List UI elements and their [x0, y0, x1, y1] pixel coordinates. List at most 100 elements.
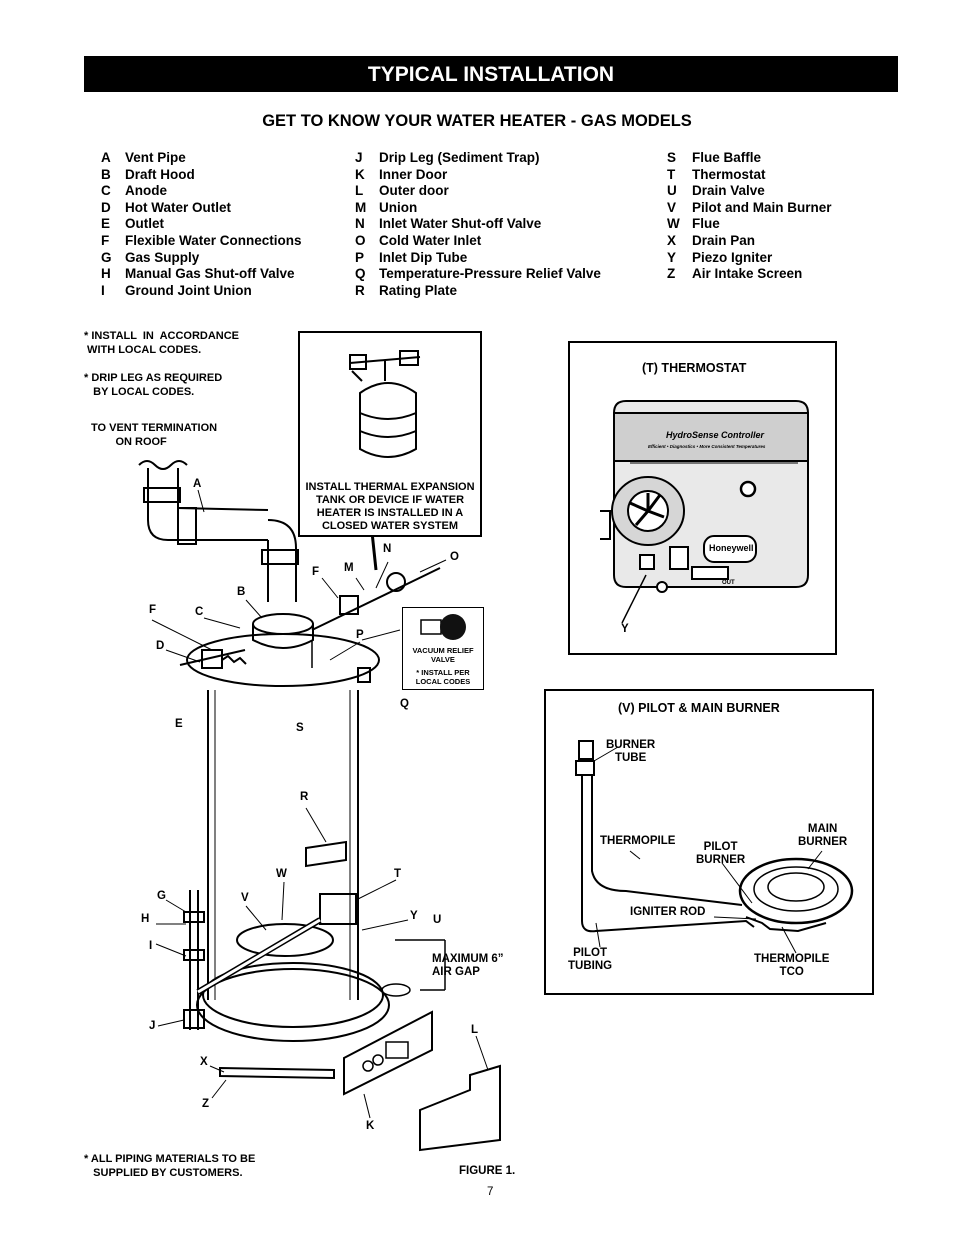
draft-hood-icon — [252, 613, 314, 635]
vacuum-relief-box: VACUUM RELIEF VALVE * INSTALL PER LOCAL … — [402, 607, 484, 690]
thermostat-brand-line: HydroSense Controller — [666, 430, 765, 440]
note-install-codes: * INSTALL IN ACCORDANCE WITH LOCAL CODES… — [84, 330, 240, 356]
burner-title: (V) PILOT & MAIN BURNER — [618, 701, 780, 715]
callout-G: G — [157, 890, 166, 902]
pilot-tubing-label: PILOT TUBING — [568, 947, 613, 972]
callout-T: T — [394, 868, 402, 880]
callout-M: M — [344, 562, 354, 574]
cold-water-pipe-icon — [311, 567, 441, 631]
callout-R: R — [300, 791, 309, 803]
thermopile-tco-label: THERMOPILE TCO — [754, 953, 830, 978]
callout-B: B — [237, 586, 246, 598]
thermostat-out-label: OUT — [722, 580, 735, 586]
inner-door-icon — [343, 1010, 433, 1096]
main-burner-label: MAIN BURNER — [798, 823, 848, 848]
callout-X: X — [200, 1056, 208, 1068]
callout-H: H — [141, 913, 150, 925]
thermostat-icon — [600, 400, 809, 624]
rating-plate-icon — [305, 840, 347, 868]
pilot-burner-label: PILOT BURNER — [696, 841, 746, 866]
hot-water-pipe-icon — [179, 649, 246, 666]
pilot-burner-icon — [575, 740, 854, 954]
figure-caption: FIGURE 1. — [459, 1165, 516, 1177]
section-subtitle: GET TO KNOW YOUR WATER HEATER - GAS MODE… — [262, 112, 692, 130]
callout-Z: Z — [202, 1098, 210, 1110]
vacuum-relief-valve-icon — [420, 614, 466, 640]
thermostat-callout-Y: Y — [621, 623, 629, 635]
note-drip-leg: * DRIP LEG AS REQUIRED BY LOCAL CODES. — [84, 372, 223, 398]
expansion-tank-box: INSTALL THERMAL EXPANSION TANK OR DEVICE… — [298, 331, 482, 537]
page-number: 7 — [487, 1186, 494, 1198]
note-piping-materials: * ALL PIPING MATERIALS TO BE SUPPLIED BY… — [84, 1153, 256, 1179]
callout-I: I — [149, 940, 153, 952]
burner-icon — [236, 923, 334, 957]
callout-K: K — [366, 1120, 375, 1132]
thermopile-label: THERMOPILE — [600, 835, 676, 847]
callout-V: V — [241, 892, 249, 904]
callout-O: O — [450, 551, 459, 563]
page-title: TYPICAL INSTALLATION — [367, 63, 615, 86]
vacuum-relief-label: VACUUM RELIEF VALVE — [412, 646, 474, 664]
callout-Y: Y — [410, 910, 418, 922]
callout-E: E — [175, 718, 183, 730]
igniter-rod-label: IGNITER ROD — [630, 906, 706, 918]
outer-door-icon — [419, 1064, 501, 1152]
note-vent-termination: TO VENT TERMINATION ON ROOF — [91, 422, 218, 448]
air-gap-label: MAXIMUM 6” AIR GAP — [432, 953, 504, 978]
thermostat-title: (T) THERMOSTAT — [642, 361, 747, 375]
gas-valve-icon — [319, 893, 357, 925]
tp-valve-icon — [357, 667, 371, 683]
callout-F-right: F — [312, 566, 320, 578]
callout-N: N — [383, 543, 392, 555]
callout-U: U — [433, 914, 442, 926]
callout-D: D — [156, 640, 165, 652]
callout-C: C — [195, 606, 204, 618]
thermostat-tagline: Efficient • Diagnostics • More Consisten… — [648, 444, 766, 449]
roof-line-icon — [138, 460, 188, 470]
tank-top-icon — [186, 633, 380, 687]
thermostat-detail-box: (T) THERMOSTAT HydroSense Controller Eff… — [568, 341, 837, 655]
vent-pipe-icon — [147, 468, 268, 541]
thermostat-maker: Honeywell — [709, 543, 754, 553]
callout-L: L — [471, 1024, 479, 1036]
callout-S: S — [296, 722, 304, 734]
expansion-tank-icon — [349, 350, 421, 458]
callout-P: P — [356, 629, 364, 641]
callout-W: W — [276, 868, 287, 880]
page-title-banner: TYPICAL INSTALLATION — [84, 56, 898, 92]
callout-J: J — [149, 1020, 156, 1032]
callout-F-left: F — [149, 604, 157, 616]
expansion-tank-text: INSTALL THERMAL EXPANSION TANK OR DEVICE… — [305, 481, 475, 532]
burner-tube-label: BURNER TUBE — [606, 739, 656, 764]
burner-detail-box: (V) PILOT & MAIN BURNER BURNER TUBE THER… — [544, 689, 874, 995]
callout-Q: Q — [400, 698, 409, 710]
